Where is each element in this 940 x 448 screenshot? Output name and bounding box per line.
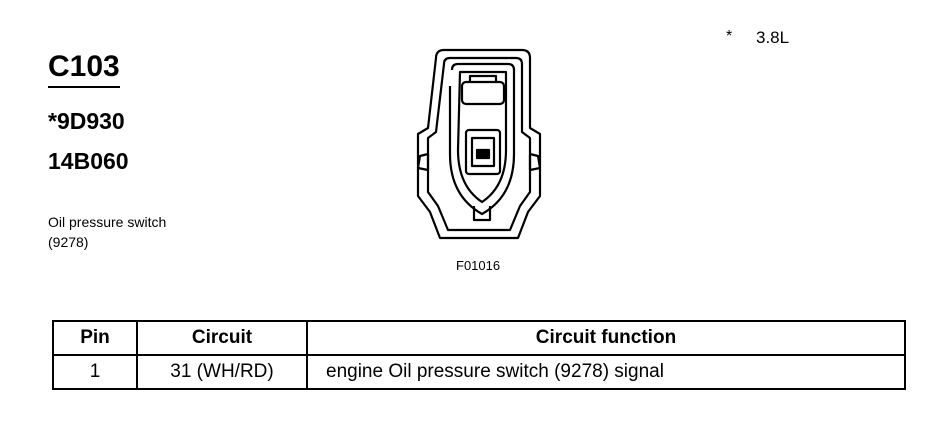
lock-loop: [448, 62, 516, 216]
connector-housing-outer: [416, 48, 542, 240]
right-latch: [528, 152, 542, 172]
part-number-secondary: 14B060: [48, 148, 129, 174]
lock-tab: [460, 80, 506, 106]
component-number: (9278): [48, 234, 89, 250]
terminal-cavity: [464, 128, 502, 176]
figure-reference: F01016: [456, 258, 501, 273]
left-latch: [416, 152, 430, 172]
footnote-text: 3.8L: [756, 28, 790, 47]
pin-terminal: [475, 148, 491, 160]
footnote-marker: *: [726, 28, 733, 45]
table-header-row: Pin Circuit Circuit function: [52, 320, 906, 356]
column-header-pin: Pin: [52, 320, 138, 356]
cell-pin: 1: [52, 354, 138, 390]
component-description: Oil pressure switch: [48, 214, 167, 230]
part-number-primary: *9D930: [48, 108, 125, 134]
bottom-key: [472, 206, 492, 222]
column-header-circuit: Circuit: [136, 320, 308, 356]
cell-circuit-function: engine Oil pressure switch (9278) signal: [306, 354, 906, 390]
pin-table: Pin Circuit Circuit function 1 31 (WH/RD…: [52, 320, 906, 390]
connector-housing-inner: [426, 56, 532, 232]
column-header-circuit-function: Circuit function: [306, 320, 906, 356]
connector-face-icon: [416, 48, 542, 240]
cell-circuit: 31 (WH/RD): [136, 354, 308, 390]
table-row: 1 31 (WH/RD) engine Oil pressure switch …: [52, 354, 906, 390]
connector-id: C103: [48, 50, 120, 88]
